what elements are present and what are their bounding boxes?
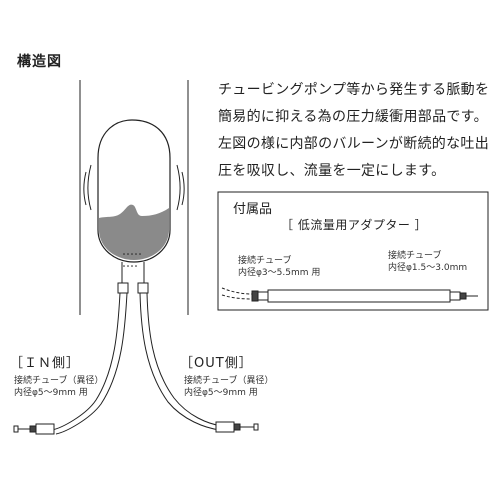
accessories-heading: 付属品 — [233, 202, 273, 217]
out-side-line1: 接続チューブ（異径） — [184, 376, 274, 386]
in-side-line1: 接続チューブ（異径） — [14, 376, 104, 386]
left-tube-label: 接続チューブ 内径φ3～5.5mm 用 — [238, 255, 320, 279]
base-connector — [117, 262, 149, 294]
in-side-tube-label: 接続チューブ（異径） 内径φ5～9mm 用 — [14, 375, 103, 399]
in-connector-fitting — [13, 423, 55, 435]
right-tube-line1: 接続チューブ — [388, 251, 442, 261]
right-tube-label: 接続チューブ 内径φ1.5～3.0mm — [388, 250, 467, 274]
in-side-label: ［ＩＮ側］ — [10, 356, 81, 371]
description-line-1: チュービングポンプ等から発生する脈動を — [218, 82, 490, 98]
out-side-line2: 内径φ5～9mm 用 — [184, 388, 258, 398]
in-tube — [51, 292, 128, 435]
right-tube-line2: 内径φ1.5～3.0mm — [388, 263, 468, 273]
left-tube-line1: 接続チューブ — [238, 256, 292, 266]
out-side-label: ［OUT側］ — [180, 356, 253, 371]
pulsation-marks — [83, 164, 185, 211]
description-line-3: 左図の様に内部のバルーンが断続的な吐出 — [218, 136, 489, 152]
out-side-tube-label: 接続チューブ（異径） 内径φ5～9mm 用 — [184, 375, 273, 399]
description-line-2: 簡易的に抑える為の圧力緩衝用部品です。 — [218, 109, 488, 125]
description-line-4: 圧を吸収し、流量を一定にします。 — [218, 163, 446, 179]
adapter-label: ［ 低流量用アダプター ］ — [281, 218, 428, 232]
page-title: 構造図 — [17, 54, 62, 70]
accessories-box — [217, 191, 489, 311]
balloon-dots — [123, 253, 141, 267]
adapter-tube — [221, 287, 478, 303]
balloon — [83, 119, 185, 267]
out-tube — [139, 292, 223, 431]
out-connector-fitting — [215, 421, 259, 433]
in-side-line2: 内径φ5～9mm 用 — [14, 388, 88, 398]
housing — [79, 80, 189, 315]
left-tube-line2: 内径φ3～5.5mm 用 — [238, 268, 321, 278]
fluid-fill — [99, 204, 169, 260]
